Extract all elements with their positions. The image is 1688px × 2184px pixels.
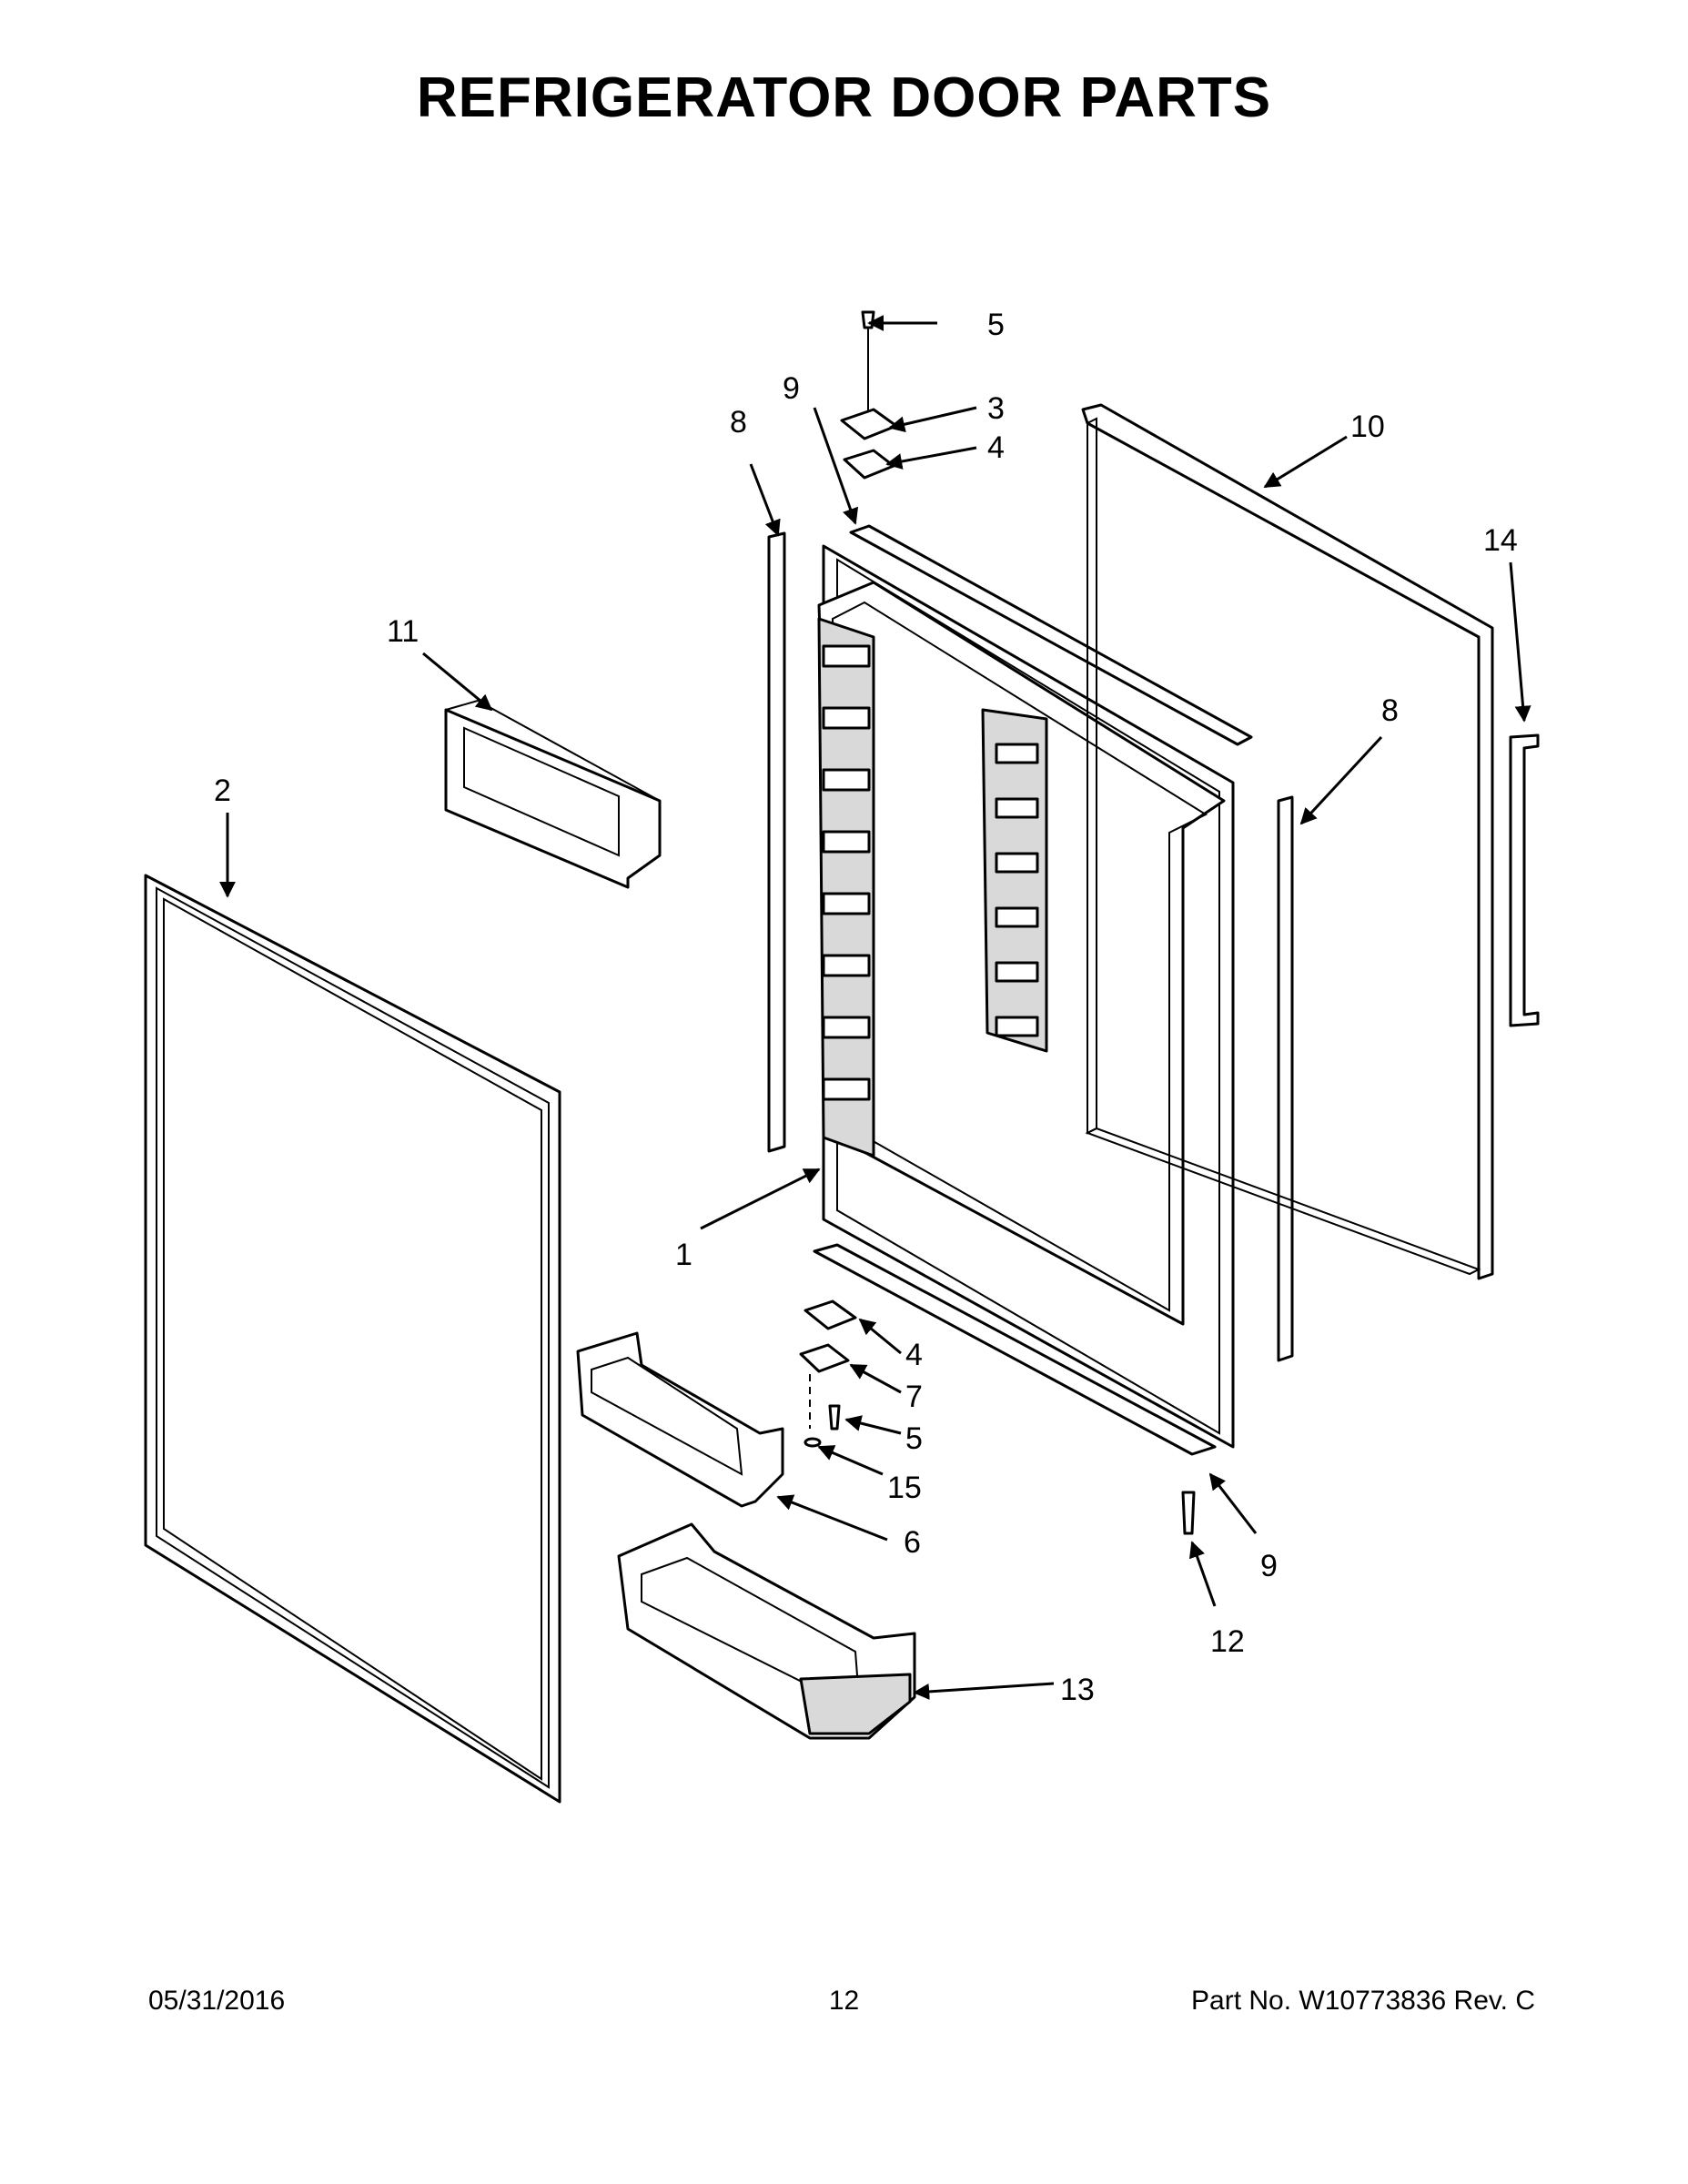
callout-12: 12 (1210, 1624, 1245, 1659)
part-1-door-liner (817, 544, 1235, 1449)
page-title: REFRIGERATOR DOOR PARTS (416, 66, 1272, 129)
callout-2: 2 (214, 774, 231, 808)
part-12-screw (1181, 1491, 1196, 1535)
leader-lines (219, 315, 1531, 1700)
footer-page-number: 12 (828, 1986, 860, 2016)
part-8-side-trim-left (767, 531, 786, 1153)
callout-4-top: 4 (987, 430, 1005, 465)
callout-8-left: 8 (730, 405, 747, 440)
callout-3: 3 (987, 391, 1005, 426)
part-10-door-panel (1081, 403, 1494, 1280)
bottom-hinge-assembly (799, 1299, 857, 1448)
part-11-dairy-compartment (444, 700, 662, 889)
callout-14: 14 (1483, 523, 1518, 558)
part-2-door-gasket (144, 874, 561, 1804)
callout-5-bottom: 5 (905, 1421, 923, 1456)
callout-1: 1 (675, 1238, 692, 1272)
callout-8-right: 8 (1381, 693, 1399, 728)
callout-9-top: 9 (783, 371, 800, 406)
callout-15: 15 (887, 1471, 922, 1505)
callout-13: 13 (1060, 1673, 1095, 1707)
part-1-shelf-tabs (822, 644, 1039, 1101)
callout-4-bottom: 4 (905, 1338, 923, 1372)
callout-labels: 5 3 4 9 8 10 14 11 2 8 1 4 7 5 15 6 9 12… (214, 308, 1518, 1707)
callout-6: 6 (904, 1525, 921, 1560)
callout-9-bottom: 9 (1260, 1549, 1278, 1583)
part-9-bottom-trim (813, 1243, 1217, 1456)
part-9-top-trim (849, 524, 1253, 746)
footer-part-number: Part No. W10773836 Rev. C (1191, 1986, 1535, 2016)
part-14-handle (1509, 733, 1540, 1027)
callout-11: 11 (387, 614, 419, 649)
part-13-door-bin (617, 1522, 916, 1740)
callout-5-top: 5 (987, 308, 1005, 342)
top-hinge-assembly (840, 310, 898, 480)
callout-10: 10 (1350, 410, 1385, 444)
footer-date: 05/31/2016 (148, 1986, 286, 2016)
part-8-side-trim-right (1277, 795, 1294, 1362)
callout-7: 7 (905, 1380, 923, 1414)
part-6-door-bin (576, 1331, 784, 1508)
